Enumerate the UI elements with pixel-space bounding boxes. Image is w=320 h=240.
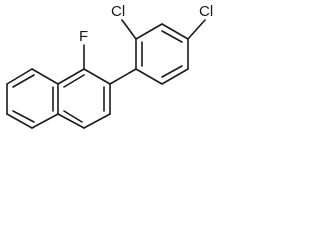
bond xyxy=(57,68,85,85)
double-bond-inner xyxy=(161,65,183,78)
double-bond-inner xyxy=(12,74,35,88)
bond xyxy=(135,68,163,85)
chlorine-ortho-label: Cl xyxy=(111,3,125,20)
bond xyxy=(6,68,33,85)
bond xyxy=(31,68,59,85)
double-bond-inner xyxy=(63,74,85,88)
bond-biaryl xyxy=(109,68,137,85)
bond xyxy=(161,23,189,40)
fluorine-label: F xyxy=(79,28,88,45)
bond xyxy=(135,23,163,40)
bond-c-cl-ortho xyxy=(121,19,137,40)
bond xyxy=(31,113,59,129)
chlorine-para-label: Cl xyxy=(199,3,213,20)
double-bond-inner xyxy=(161,30,183,43)
bond xyxy=(6,113,33,129)
bond xyxy=(83,113,111,129)
chemical-structure-diagram: F Cl Cl xyxy=(6,3,213,129)
bond xyxy=(83,68,111,85)
bond xyxy=(161,68,189,85)
bond xyxy=(57,113,85,129)
double-bond-inner xyxy=(12,110,35,123)
double-bond-inner xyxy=(63,110,83,123)
bond-c-cl-para xyxy=(187,19,206,40)
